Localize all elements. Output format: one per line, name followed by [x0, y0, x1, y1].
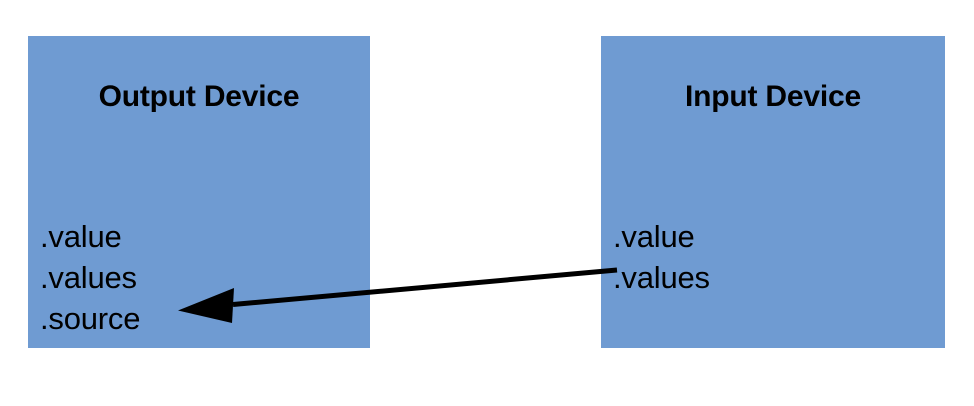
output-device-attribute-value: .value	[40, 219, 122, 254]
input-device-attribute-values: .values	[613, 260, 710, 295]
input-device-box[interactable]: Input Device .value .values	[601, 36, 945, 348]
output-device-box[interactable]: Output Device .value .values .source	[28, 36, 370, 348]
output-device-attribute-source: .source	[40, 301, 141, 336]
output-device-title: Output Device	[98, 80, 300, 113]
input-device-attribute-list: .value .values	[613, 216, 710, 298]
output-device-attribute-list: .value .values .source	[40, 216, 140, 339]
input-device-attribute-value: .value	[613, 219, 695, 254]
output-device-attribute-values: .values	[40, 260, 137, 295]
input-device-title: Input Device	[685, 80, 861, 113]
